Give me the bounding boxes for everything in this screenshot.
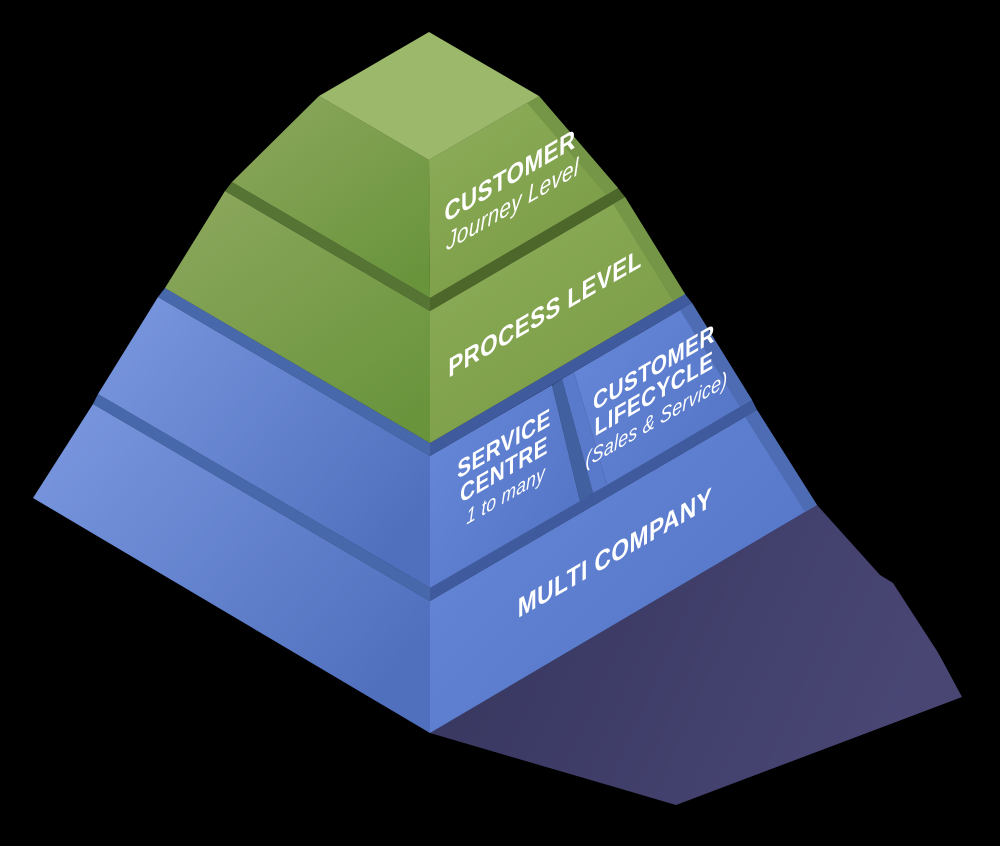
layer2-left-face (165, 191, 430, 443)
lifecycle-block-side-facet (562, 372, 607, 493)
service-centre-face (430, 385, 580, 588)
groove34-right (430, 400, 757, 601)
layer4-corner-shade (745, 410, 817, 512)
groove12-left (225, 182, 430, 311)
layer2-right-face (430, 197, 685, 443)
block-gap-groove (552, 379, 593, 501)
layer4-left-face (33, 404, 430, 733)
layer1-corner-shade (527, 96, 618, 195)
layer-service-lifecycle (98, 297, 752, 588)
layer2-corner-shade (613, 197, 685, 301)
groove23-left (158, 288, 430, 456)
layer-process-level (165, 191, 685, 443)
layer1-left-face (232, 96, 430, 298)
groove23-right (430, 294, 692, 456)
pyramid-top-face (319, 32, 539, 160)
groove12-right (430, 188, 625, 311)
groove34-left (93, 394, 430, 601)
layer-multi-company (33, 404, 817, 733)
layer3-corner-shade (680, 303, 752, 407)
cast-shadow (430, 505, 962, 805)
layer-customer-journey (232, 32, 618, 298)
layer4-right-face (430, 410, 817, 733)
layer3-left-face (98, 297, 430, 588)
